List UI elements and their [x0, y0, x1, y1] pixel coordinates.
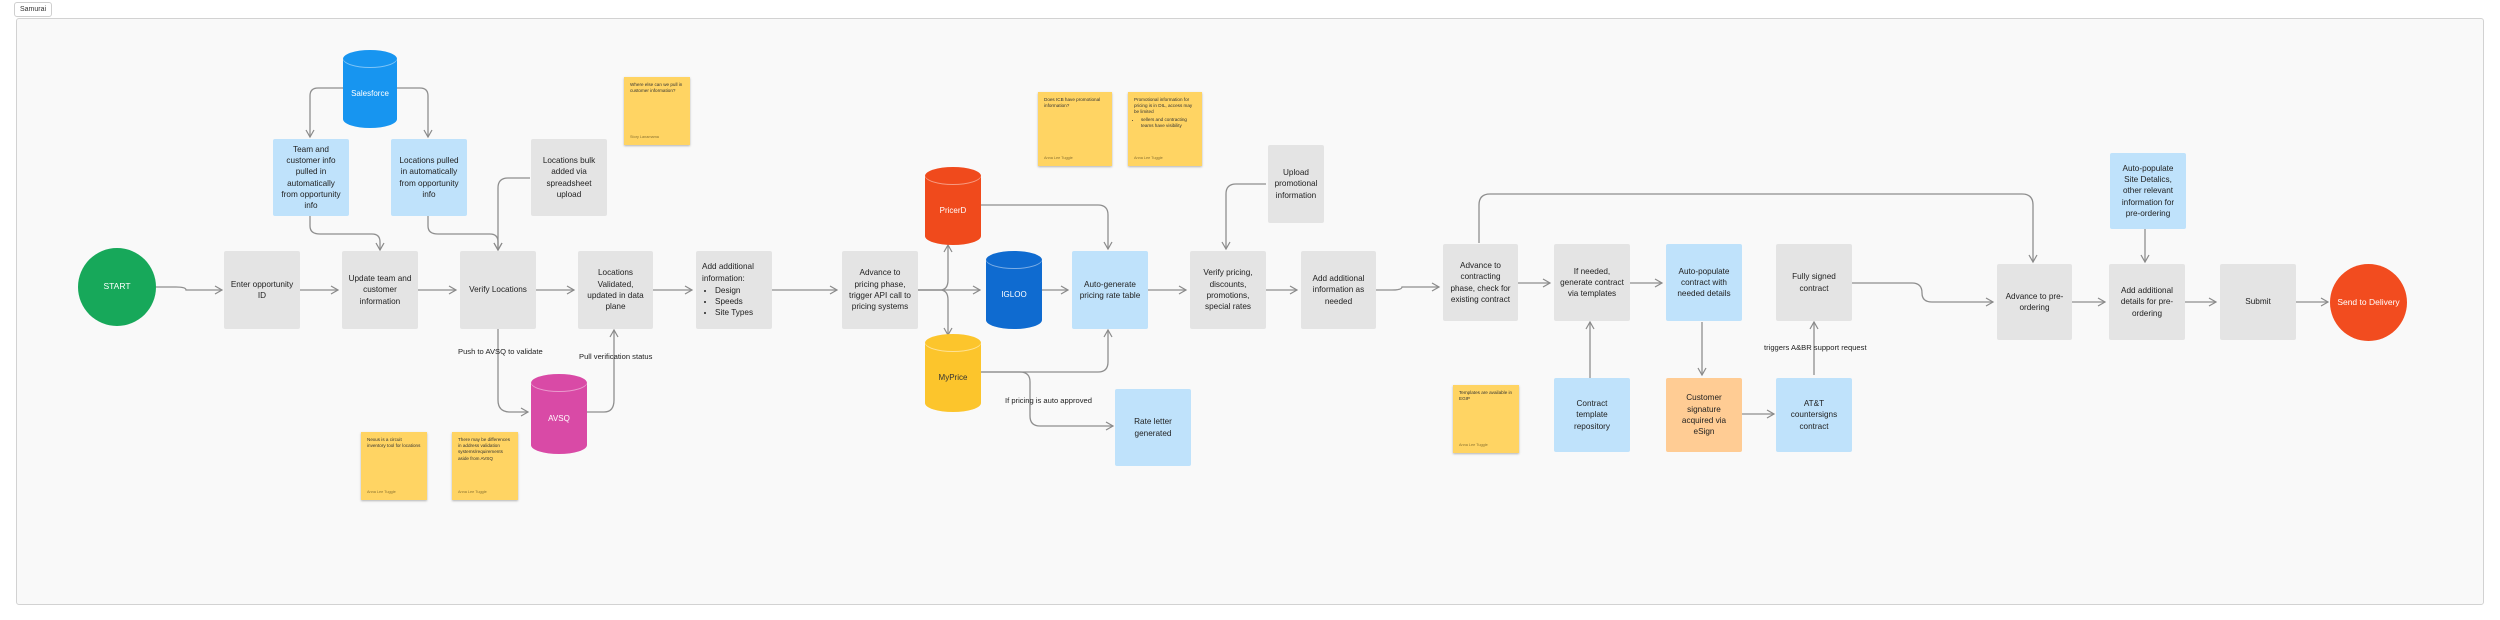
sticky-note[interactable]: Nexus is a circuit inventory tool for lo…	[361, 432, 427, 500]
igloo-database[interactable]: IGLOO	[986, 251, 1042, 329]
sticky-note-author: Anna Lee Tuggle	[367, 489, 396, 494]
locations-validated-step[interactable]: Locations Validated, updated in data pla…	[578, 251, 653, 329]
sticky-note-author: Anna Lee Tuggle	[458, 489, 487, 494]
board-name-tag[interactable]: Samurai	[14, 2, 53, 17]
sticky-note[interactable]: Templates are available in EGIP Anna Lee…	[1453, 385, 1519, 453]
myprice-label: MyPrice	[925, 343, 981, 412]
upload-promotional-info-step[interactable]: Upload promotional information	[1268, 145, 1324, 223]
sticky-note-text: Does ICB have promotional information?	[1044, 97, 1101, 109]
sticky-note-list: sellers and contracting teams have visib…	[1134, 117, 1196, 129]
myprice-cylinder-top	[925, 334, 981, 352]
verify-locations-step[interactable]: Verify Locations	[460, 251, 536, 329]
push-avsq-label: Push to AVSQ to validate	[458, 347, 543, 356]
edge-advpricing-myprice	[918, 289, 953, 337]
sticky-note-author: Anna Lee Tuggle	[1044, 155, 1073, 160]
advance-contracting-step[interactable]: Advance to contracting phase, check for …	[1443, 244, 1518, 321]
edge-advcontract-addpreorder	[1478, 193, 2038, 264]
sticky-note[interactable]: Promotional information for pricing is i…	[1128, 92, 1202, 166]
fully-signed-contract-step[interactable]: Fully signed contract	[1776, 244, 1852, 321]
add-preordering-details-step[interactable]: Add additional details for pre-ordering	[2109, 264, 2185, 340]
edge-fullysigned-advpreorder	[1852, 282, 1995, 307]
contract-template-repository[interactable]: Contract template repository	[1554, 378, 1630, 452]
edge-advpricing-pricerd	[918, 243, 953, 291]
edge-salesforce-teaminfo	[305, 87, 343, 139]
send-to-delivery-node[interactable]: Send to Delivery	[2330, 264, 2407, 341]
edge-avsq-validated	[587, 328, 619, 413]
edge-bulk-verify	[493, 177, 530, 252]
start-node[interactable]: START	[78, 248, 156, 326]
salesforce-label: Salesforce	[343, 59, 397, 128]
pricerd-database[interactable]: PricerD	[925, 167, 981, 245]
edge-pricerd-autotable	[979, 204, 1113, 251]
pull-verification-label: Pull verification status	[579, 352, 653, 361]
sticky-note-text: There may be differences in address vali…	[458, 437, 511, 461]
igloo-label: IGLOO	[986, 260, 1042, 329]
sticky-note-text: Promotional information for pricing is i…	[1134, 97, 1193, 115]
sticky-note-author: Anna Lee Tuggle	[1134, 155, 1163, 160]
myprice-database[interactable]: MyPrice	[925, 334, 981, 412]
pricerd-cylinder-top	[925, 167, 981, 185]
avsq-database[interactable]: AVSQ	[531, 374, 587, 454]
edge-start-enterid	[156, 285, 224, 295]
generate-contract-step[interactable]: If needed, generate contract via templat…	[1554, 244, 1630, 321]
sticky-note-bullet: sellers and contracting teams have visib…	[1141, 117, 1196, 129]
rate-letter-generated-step[interactable]: Rate letter generated	[1115, 389, 1191, 466]
edge-myprice-rateletter	[979, 371, 1115, 431]
edge-addneeded-advcontract	[1376, 282, 1441, 292]
advance-pricing-step[interactable]: Advance to pricing phase, trigger API ca…	[842, 251, 918, 329]
sticky-note-text: Nexus is a circuit inventory tool for lo…	[367, 437, 421, 449]
add-information-step[interactable]: Add additional information: Design Speed…	[696, 251, 772, 329]
team-customer-info-auto-step[interactable]: Team and customer info pulled in automat…	[273, 139, 349, 216]
sticky-note[interactable]: Does ICB have promotional information? A…	[1038, 92, 1112, 166]
triggers-abr-label: triggers A&BR support request	[1764, 343, 1867, 352]
edge-locpulled-verify	[427, 216, 503, 252]
submit-step[interactable]: Submit	[2220, 264, 2296, 340]
add-info-title: Add additional information:	[702, 262, 754, 283]
avsq-label: AVSQ	[531, 383, 587, 454]
sticky-note-author: Anna Lee Tuggle	[1459, 442, 1488, 447]
add-info-list: Design Speeds Site Types	[702, 285, 766, 319]
edge-upload-verifypricing	[1221, 183, 1266, 251]
auto-populate-site-details-step[interactable]: Auto-populate Site Detalics, other relev…	[2110, 153, 2186, 229]
edge-teaminfo-update	[309, 216, 385, 252]
auto-approved-label: If pricing is auto approved	[1005, 396, 1092, 405]
add-info-item: Speeds	[715, 296, 766, 307]
sticky-note[interactable]: There may be differences in address vali…	[452, 432, 518, 500]
salesforce-database[interactable]: Salesforce	[343, 50, 397, 128]
add-info-item: Site Types	[715, 307, 766, 318]
verify-pricing-step[interactable]: Verify pricing, discounts, promotions, s…	[1190, 251, 1266, 329]
sticky-note-text: Where else can we pull in customer infor…	[630, 82, 683, 94]
sticky-note-author: Story Lanamama	[630, 134, 659, 139]
salesforce-cylinder-top	[343, 50, 397, 68]
auto-generate-rate-table-step[interactable]: Auto-generate pricing rate table	[1072, 251, 1148, 329]
avsq-cylinder-top	[531, 374, 587, 392]
edge-salesforce-locpulled	[397, 87, 433, 139]
edge-verify-avsq	[497, 329, 530, 417]
locations-bulk-upload-step[interactable]: Locations bulk added via spreadsheet upl…	[531, 139, 607, 216]
update-team-info-step[interactable]: Update team and customer information	[342, 251, 418, 329]
pricerd-label: PricerD	[925, 176, 981, 245]
advance-preordering-step[interactable]: Advance to pre-ordering	[1997, 264, 2072, 340]
auto-populate-contract-step[interactable]: Auto-populate contract with needed detai…	[1666, 244, 1742, 321]
igloo-cylinder-top	[986, 251, 1042, 269]
att-countersigns-step[interactable]: AT&T countersigns contract	[1776, 378, 1852, 452]
locations-pulled-auto-step[interactable]: Locations pulled in automatically from o…	[391, 139, 467, 216]
customer-signature-step[interactable]: Customer signature acquired via eSign	[1666, 378, 1742, 452]
sticky-note[interactable]: Where else can we pull in customer infor…	[624, 77, 690, 145]
add-info-item: Design	[715, 285, 766, 296]
add-info-as-needed-step[interactable]: Add additional information as needed	[1301, 251, 1376, 329]
sticky-note-text: Templates are available in EGIP	[1459, 390, 1513, 402]
edge-myprice-autotable	[979, 328, 1113, 373]
enter-opportunity-id-step[interactable]: Enter opportunity ID	[224, 251, 300, 329]
